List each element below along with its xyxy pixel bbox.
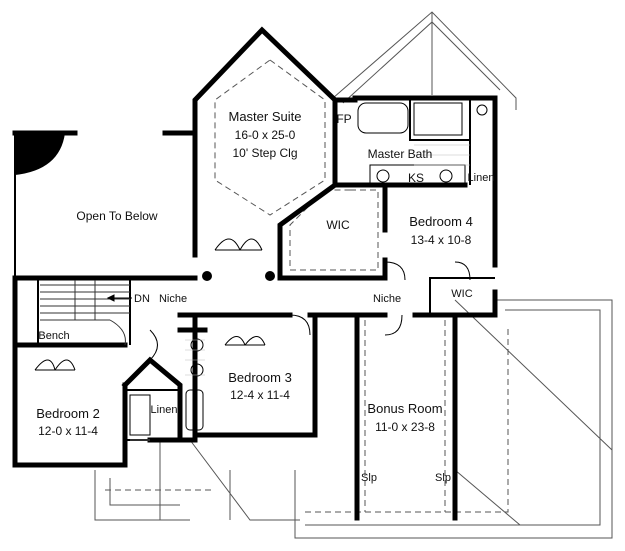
bedroom-4-doors <box>149 261 471 361</box>
bench-label: Bench <box>38 330 69 342</box>
bedroom-3-doors <box>224 336 266 346</box>
fp-label: FP <box>336 112 351 126</box>
niche-left-label: Niche <box>159 293 187 305</box>
master-suite-note: 10' Step Clg <box>233 146 298 160</box>
master-suite-dims: 16-0 x 25-0 <box>235 128 296 142</box>
bonus-room-dims: 11-0 x 23-8 <box>375 420 435 434</box>
bedroom-4-dims: 13-4 x 10-8 <box>411 233 472 247</box>
dn-arrow <box>106 294 132 302</box>
room-labels: Master Suite 16-0 x 25-0 10' Step Clg FP… <box>36 109 494 484</box>
wic-master-label: WIC <box>326 218 350 232</box>
bedroom-3-dims: 12-4 x 11-4 <box>230 388 290 402</box>
master-bath-label: Master Bath <box>368 147 433 161</box>
bedroom-4-name: Bedroom 4 <box>409 214 473 229</box>
bath-fixtures <box>129 102 488 436</box>
bonus-room-name: Bonus Room <box>367 401 442 416</box>
tile-patterns <box>130 144 470 441</box>
master-suite-doors <box>214 238 263 251</box>
corner-column <box>15 133 65 175</box>
dashed-ceiling-lines <box>105 59 509 513</box>
wic-bed4-label: WIC <box>451 288 472 300</box>
ks-label: KS <box>408 171 424 185</box>
bedroom-2-name: Bedroom 2 <box>36 406 100 421</box>
dn-label: DN <box>134 293 150 305</box>
slp-right-label: Slp <box>435 472 451 484</box>
master-suite-name: Master Suite <box>229 109 302 124</box>
niche-right-label: Niche <box>373 293 401 305</box>
bedroom-2-doors <box>34 359 76 371</box>
staircase <box>40 280 130 346</box>
slp-left-label: Slp <box>361 472 377 484</box>
columns <box>202 271 275 281</box>
linen-master-label: Linen <box>468 172 495 184</box>
bedroom-2-dims: 12-0 x 11-4 <box>38 424 98 438</box>
open-to-below-label: Open To Below <box>76 209 157 223</box>
roof-outlines <box>94 11 613 539</box>
linen-hall-label: Linen <box>151 404 178 416</box>
bedroom-3-name: Bedroom 3 <box>228 370 292 385</box>
